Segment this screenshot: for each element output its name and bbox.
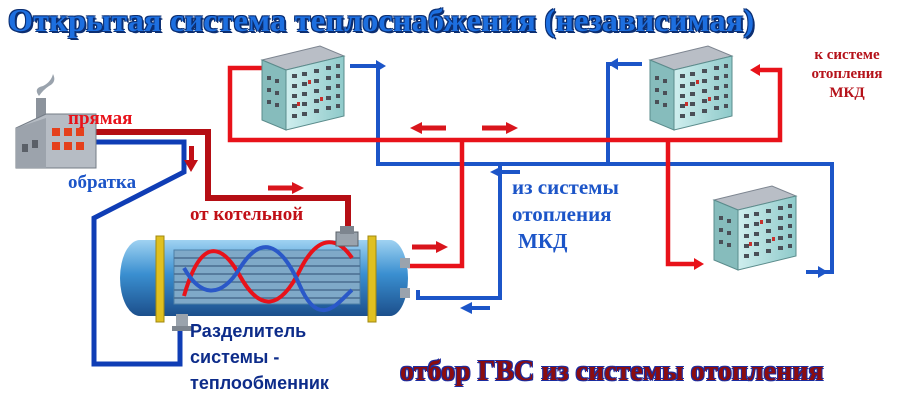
from-boiler-label: от котельной [190,204,304,225]
to-heating-label: к системе отопления МКД [796,46,898,103]
to-heating-line-2: отопления [811,66,883,82]
apartment-building-icon [713,185,797,271]
arrowhead-icon [818,266,828,278]
separator-label: Разделитель системы - теплообменник [190,318,329,396]
from-heating-line-1: из системы [512,175,619,199]
arrowhead-icon [750,64,760,76]
flow-arrow-right-1 [268,182,304,194]
from-heating-line-3: МКД [518,229,568,253]
return-arrow-left [460,302,490,314]
return-label: обратка [68,172,137,193]
supply-label: прямая [68,108,133,129]
supply-down-arrow-shaft [189,146,194,162]
separator-line-3: теплообменник [190,373,329,393]
dhw-caption: отбор ГВС из системы отопления [400,356,824,387]
arrowhead-icon [376,60,386,72]
page-title: Открытая система теплоснабжения (независ… [8,2,755,38]
supply-down-arrow-icon [184,160,198,172]
heat-exchanger-icon [120,226,410,331]
flow-arrow-right-3 [412,241,448,253]
primary-return-pipe [91,139,187,367]
separator-line-1: Разделитель [190,321,307,341]
primary-supply-pipe [92,129,351,236]
from-heating-label: из системы отопления МКД [512,174,619,255]
flow-arrow-right-2 [482,122,518,134]
apartment-building-icon [261,45,345,131]
separator-line-2: системы - [190,347,280,367]
boiler-plant-icon [15,74,97,169]
apartment-building-icon [649,45,733,131]
from-heating-line-2: отопления [512,202,612,226]
flow-arrow-left [410,122,446,134]
to-heating-line-1: к системе [814,47,880,63]
to-heating-line-3: МКД [829,85,865,101]
supply-pipes [227,65,783,269]
arrowhead-icon [694,258,704,270]
arrowhead-icon [608,58,618,70]
